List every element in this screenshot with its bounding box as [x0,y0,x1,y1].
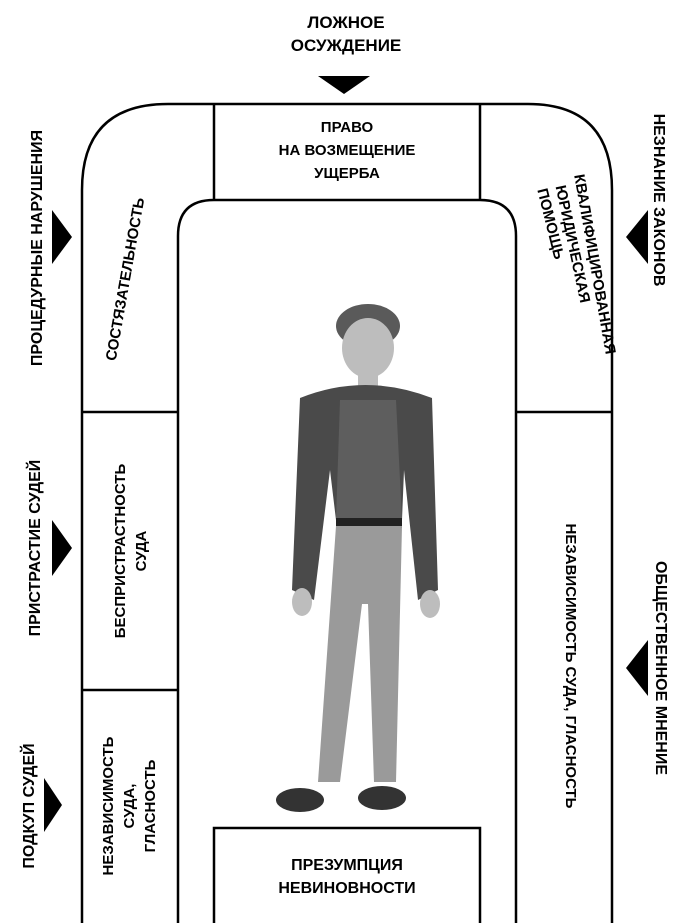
bottom-box [212,826,482,923]
threat-top-line1: ЛОЖНОЕ [307,13,384,32]
guarantee-impartiality-line2: СУДА [133,530,150,571]
guarantee-compensation-line3: УЩЕРБА [314,165,380,182]
person-right-shoe [358,786,406,810]
guarantee-impartiality-line1: БЕСПРИСТРАСТНОСТЬ [112,464,129,639]
guarantee-frame [80,102,614,923]
person-head [342,318,394,378]
inner-window [176,198,518,923]
arrow-left-top [52,210,72,264]
guarantee-independence-line3: ГЛАСНОСТЬ [142,759,159,852]
person-jeans [318,526,402,782]
arrow-left-middle [52,520,72,576]
threat-top-line2: ОСУЖДЕНИЕ [291,36,402,55]
guarantee-compensation-line2: НА ВОЗМЕЩЕНИЕ [279,142,416,159]
guarantee-independence-line2: СУДА, [121,784,138,829]
arrow-top [318,76,370,94]
threat-judge-bribery: ПОДКУП СУДЕЙ [19,743,38,868]
person-sweater [336,400,402,520]
guarantee-presumption-line1: ПРЕЗУМПЦИЯ [291,857,403,874]
threat-ignorance-of-law: НЕЗНАНИЕ ЗАКОНОВ [650,114,667,287]
guarantee-adversarial: СОСТЯЗАТЕЛЬНОСТЬ [103,196,148,362]
person-left-hand [292,588,312,616]
threat-arrows [44,76,648,832]
guarantee-compensation-line1: ПРАВО [321,119,374,136]
arrow-right-top [626,210,648,264]
threat-judge-bias: ПРИСТРАСТИЕ СУДЕЙ [25,460,44,637]
guarantee-presumption-line2: НЕВИНОВНОСТИ [278,880,415,897]
person-photo [276,304,440,812]
arrow-left-bottom [44,778,62,832]
guarantee-independence-publicity: НЕЗАВИСИМОСТЬ СУДА, ГЛАСНОСТЬ [562,524,579,809]
guarantee-independence-line1: НЕЗАВИСИМОСТЬ [100,736,117,875]
threat-public-opinion: ОБЩЕСТВЕННОЕ МНЕНИЕ [652,561,669,775]
person-right-hand [420,590,440,618]
person-belt [336,518,402,528]
threat-procedural-violations: ПРОЦЕДУРНЫЕ НАРУШЕНИЯ [29,130,46,366]
outer-frame [80,102,614,923]
arrow-right-bottom [626,640,648,696]
person-left-shoe [276,788,324,812]
